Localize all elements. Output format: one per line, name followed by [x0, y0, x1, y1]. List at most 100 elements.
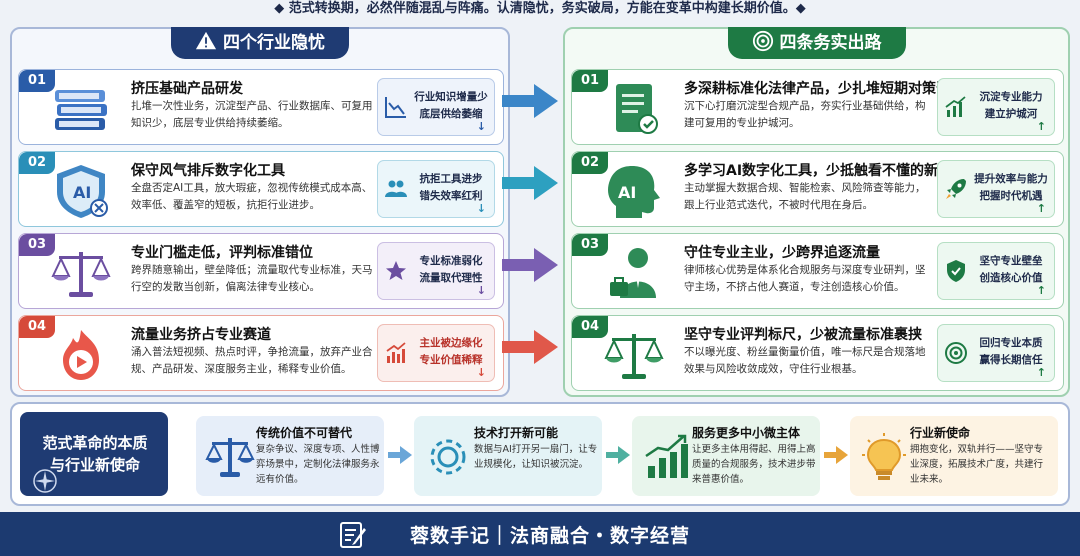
solution-row-2: 02 AI 多学习AI数字化工具，少抵触看不懂的新方法 主动掌握大数据合规、智能… [571, 151, 1064, 227]
row-desc: 涌入普法短视频、热点时评，争抢流量，放弃产业合规、产品研发、深度服务主业，稀释专… [131, 346, 373, 375]
ai-shield-icon: AI [57, 165, 108, 218]
tag-line-2: 流量取代理性 [419, 272, 483, 284]
row-number: 01 [19, 70, 55, 92]
right-panel-header: 四条务实出路 [727, 27, 906, 59]
footer-bar: 蓉数手记｜法商融合・数字经营 [0, 512, 1080, 556]
tag-line-2: 底层供给萎缩 [419, 108, 483, 120]
concern-row-2: 02 AI 保守风气排斥数字化工具 全盘否定AI工具，放大瑕疵，忽视传统模式成本… [18, 151, 504, 227]
notebook-pen-icon [340, 522, 366, 548]
step-arrow-2 [606, 446, 630, 464]
row-number: 03 [572, 234, 608, 256]
left-panel-title: 四个行业隐忧 [223, 33, 325, 53]
concern-row-1: 01 挤压基础产品研发 扎堆一次性业务，沉淀型产品、行业数据库、可复用知识少，底… [18, 69, 504, 145]
star-icon [386, 261, 406, 280]
row-desc: 主动掌握大数据合规、智能检索、风险筛查等能力，跟上行业范式迭代，不被时代甩在身后… [684, 182, 926, 211]
tag-text: 坚守专业壁垒创造核心价值 [972, 253, 1050, 287]
growth-chart-icon [645, 434, 688, 478]
benefit-tag: 坚守专业壁垒创造核心价值 ↑ [937, 242, 1055, 300]
impact-tag: 主业被边缘化专业价值稀释 ↓ [377, 324, 495, 382]
left-panel-header: 四个行业隐忧 [171, 27, 349, 59]
mission-step-1: 传统价值不可替代 复杂争议、深度专项、人性博弈场景中，定制化法律服务永远有价值。 [196, 416, 384, 496]
row-desc: 跨界随意输出，壁垒降低；流量取代专业标准，天马行空的发散当创新，偏离法律专业核心… [131, 264, 373, 293]
down-arrow-icon: ↓ [476, 202, 486, 215]
tag-text: 提升效率与能力把握时代机遇 [972, 171, 1050, 205]
tag-line-1: 专业标准弱化 [419, 255, 483, 267]
footer-text: 蓉数手记｜法商融合・数字经营 [410, 525, 691, 547]
solution-row-3: 03 守住专业主业，少跨界追逐流量 律师核心优势是体系化合规服务与深度专业研判，… [571, 233, 1064, 309]
concern-row-4: 04 流量业务挤占专业赛道 涌入普法短视频、热点时评，争抢流量，放弃产业合规、产… [18, 315, 504, 391]
transition-arrow-1 [502, 84, 558, 118]
row-title: 多学习AI数字化工具，少抵触看不懂的新方法 [684, 163, 967, 179]
row-desc: 沉下心打磨沉淀型合规产品，夯实行业基础供给，构建可复用的专业护城河。 [684, 100, 926, 129]
decline-chart-icon [385, 97, 406, 118]
transition-arrow-4 [502, 330, 558, 364]
target-icon [945, 342, 967, 364]
tag-text: 行业知识增量少底层供给萎缩 [412, 89, 490, 123]
growth-chart-icon [945, 96, 966, 117]
solution-row-1: 01 多深耕标准化法律产品，少扎堆短期对策咨询 沉下心打磨沉淀型合规产品，夯实行… [571, 69, 1064, 145]
tag-text: 回归专业本质赢得长期信任 [972, 335, 1050, 369]
transition-arrow-2 [502, 166, 558, 200]
essence-line-2: 与行业新使命 [49, 456, 140, 474]
concern-row-3: 03 专业门槛走低，评判标准错位 跨界随意输出，壁垒降低；流量取代专业标准，天马… [18, 233, 504, 309]
step-desc: 复杂争议、深度专项、人性博弈场景中，定制化法律服务永远有价值。 [256, 444, 380, 485]
tag-line-2: 把握时代机遇 [979, 190, 1043, 202]
tag-text: 抗拒工具进步错失效率红利 [412, 171, 490, 205]
video-flame-icon [63, 330, 99, 380]
scales-icon [205, 438, 255, 477]
step-desc: 拥抱变化，双轨并行——坚守专业深度，拓展技术广度，共建行业未来。 [910, 444, 1044, 485]
up-arrow-icon: ↑ [1036, 202, 1046, 215]
document-check-icon [616, 84, 658, 134]
step-title: 技术打开新可能 [474, 426, 559, 440]
row-number: 04 [19, 316, 55, 338]
row-title: 保守风气排斥数字化工具 [131, 163, 285, 179]
down-arrow-icon: ↓ [476, 366, 486, 379]
impact-tag: 抗拒工具进步错失效率红利 ↓ [377, 160, 495, 218]
tag-line-1: 主业被边缘化 [419, 337, 483, 349]
top-banner: ◆ 范式转换期，必然伴随混乱与阵痛。认清隐忧，务实破局，方能在变革中构建长期价值… [274, 1, 806, 16]
compass-icon [33, 469, 57, 493]
row-number: 02 [572, 152, 608, 174]
row-title: 流量业务挤占专业赛道 [131, 327, 271, 343]
essence-line-1: 范式革命的本质 [42, 434, 148, 452]
transition-arrow-3 [502, 248, 558, 282]
down-arrow-icon: ↓ [476, 120, 486, 133]
step-arrow-3 [824, 446, 848, 464]
benefit-tag: 提升效率与能力把握时代机遇 ↑ [937, 160, 1055, 218]
mission-step-4: 行业新使命 拥抱变化，双轨并行——坚守专业深度，拓展技术广度，共建行业未来。 [850, 416, 1058, 496]
tag-text: 专业标准弱化流量取代理性 [412, 253, 490, 287]
solution-row-4: 04 坚守专业评判标尺，少被流量标准裹挟 不以曝光度、粉丝量衡量价值，唯一标尺是… [571, 315, 1064, 391]
row-desc: 扎堆一次性业务，沉淀型产品、行业数据库、可复用知识少，底层专业供给持续萎缩。 [131, 100, 373, 129]
svg-text:AI: AI [73, 183, 91, 202]
row-number: 03 [19, 234, 55, 256]
up-arrow-icon: ↑ [1036, 120, 1046, 133]
row-title: 多深耕标准化法律产品，少扎堆短期对策咨询 [684, 81, 964, 97]
impact-tag: 行业知识增量少底层供给萎缩 ↓ [377, 78, 495, 136]
rocket-icon [946, 179, 966, 199]
tag-line-2: 错失效率红利 [419, 190, 483, 202]
row-desc: 不以曝光度、粉丝量衡量价值，唯一标尺是合规落地效果与风险收敛成效，守住行业根基。 [684, 346, 926, 375]
tag-line-1: 坚守专业壁垒 [979, 255, 1043, 267]
up-arrow-icon: ↑ [1036, 366, 1046, 379]
mission-step-3: 服务更多中小微主体 让更多主体用得起、用得上高质量的合规服务，技术进步带来普惠价… [632, 416, 820, 496]
row-desc: 律师核心优势是体系化合规服务与深度专业研判，坚守主场，不挤占他人赛道，专注创造核… [684, 264, 926, 293]
right-panel-title: 四条务实出路 [779, 33, 882, 53]
tag-line-1: 抗拒工具进步 [419, 173, 483, 185]
step-title: 传统价值不可替代 [256, 426, 353, 440]
tag-line-1: 行业知识增量少 [414, 91, 488, 103]
tag-text: 沉淀专业能力建立护城河 [972, 89, 1050, 123]
row-desc: 全盘否定AI工具，放大瑕疵，忽视传统模式成本高、效率低、覆盖窄的短板，抗拒行业进… [131, 182, 373, 211]
gear-icon [430, 439, 466, 475]
step-desc: 数据与AI打开另一扇门，让专业规模化，让知识被沉淀。 [474, 444, 598, 470]
essence-box: 范式革命的本质与行业新使命 [20, 412, 168, 496]
ai-head-icon: AI [608, 166, 660, 218]
essence-title: 范式革命的本质与行业新使命 [30, 432, 160, 476]
tag-line-2: 专业价值稀释 [419, 354, 483, 366]
books-icon [55, 90, 107, 130]
people-icon [385, 180, 407, 197]
benefit-tag: 沉淀专业能力建立护城河 ↑ [937, 78, 1055, 136]
lawyer-icon [610, 248, 656, 298]
lightbulb-icon [862, 433, 906, 480]
step-arrow-1 [388, 446, 412, 464]
mission-step-2: 技术打开新可能 数据与AI打开另一扇门，让专业规模化，让知识被沉淀。 [414, 416, 602, 496]
